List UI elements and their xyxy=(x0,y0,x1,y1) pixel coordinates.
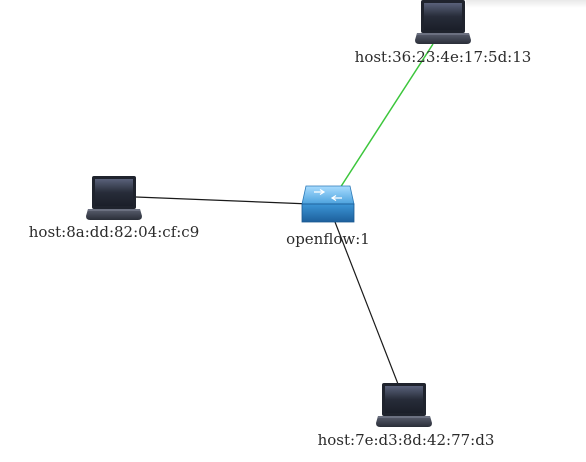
switch-node[interactable]: openflow:1 xyxy=(286,185,370,248)
link-switch-to-host-8a[interactable] xyxy=(135,196,311,205)
link-switch-to-host-7e[interactable] xyxy=(334,221,399,385)
laptop-icon xyxy=(86,176,142,220)
link-switch-to-host-36[interactable] xyxy=(339,43,434,189)
links-layer xyxy=(135,43,434,385)
host-node[interactable]: host:7e:d3:8d:42:77:d3 xyxy=(318,383,495,449)
host-node[interactable]: host:8a:dd:82:04:cf:c9 xyxy=(29,176,200,241)
host-node[interactable]: host:36:23:4e:17:5d:13 xyxy=(355,0,532,66)
host-label: host:7e:d3:8d:42:77:d3 xyxy=(318,431,495,449)
window-edge-shadow xyxy=(466,0,586,8)
switch-label: openflow:1 xyxy=(286,230,370,248)
laptop-icon xyxy=(376,383,432,427)
host-label: host:36:23:4e:17:5d:13 xyxy=(355,48,532,66)
host-label: host:8a:dd:82:04:cf:c9 xyxy=(29,223,200,241)
switch-icon xyxy=(301,185,355,223)
laptop-icon xyxy=(415,0,471,44)
